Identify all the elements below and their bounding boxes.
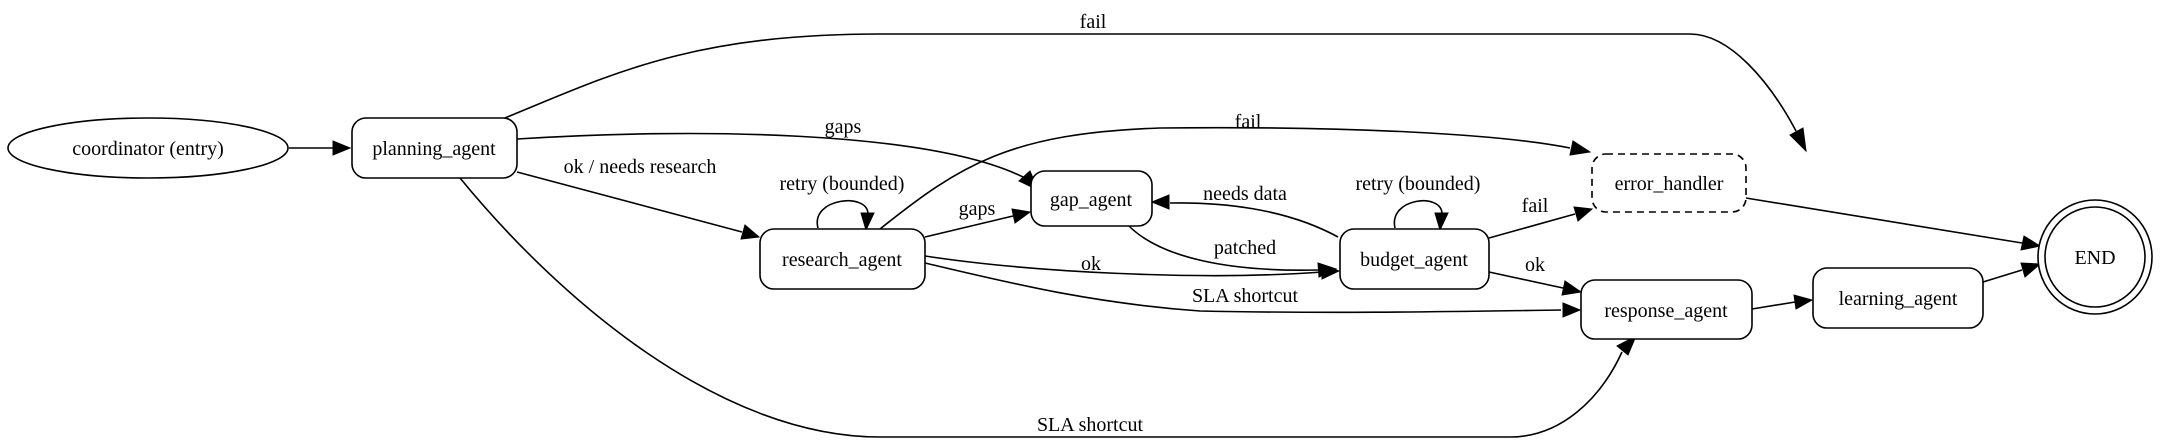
edge-label-ok-research: ok <box>1081 253 1101 275</box>
edge-research-to-error: fail <box>879 111 1592 230</box>
node-budget-agent: budget_agent <box>1339 228 1490 290</box>
edge-research-to-gap: gaps <box>924 198 1032 238</box>
node-error-handler-label: error_handler <box>1615 173 1724 195</box>
edge-label-needs-data: needs data <box>1203 183 1287 205</box>
edge-research-self-loop: retry (bounded) <box>780 173 905 232</box>
edge-label-ok-budget: ok <box>1525 254 1545 276</box>
node-end: END <box>2037 199 2153 315</box>
node-end-label: END <box>2074 247 2115 269</box>
edge-research-to-response: SLA shortcut <box>924 262 1582 318</box>
node-response-agent-label: response_agent <box>1604 300 1728 322</box>
node-gap-agent-label: gap_agent <box>1050 189 1133 211</box>
edge-coordinator-to-planning <box>289 140 352 156</box>
node-gap-agent: gap_agent <box>1030 170 1153 227</box>
edge-label-ok-needs-research: ok / needs research <box>564 156 717 178</box>
edge-gap-to-budget: patched <box>1127 224 1338 278</box>
edge-label-patched: patched <box>1214 237 1276 259</box>
edge-response-to-learning <box>1751 294 1814 310</box>
edge-budget-to-gap: needs data <box>1150 183 1339 238</box>
node-planning-agent-label: planning_agent <box>372 138 496 160</box>
edge-label-fail: fail <box>1080 11 1107 33</box>
edge-budget-to-error: fail <box>1488 195 1594 239</box>
edge-label-retry-budget: retry (bounded) <box>1356 173 1481 195</box>
edge-label-gaps-research: gaps <box>959 198 996 220</box>
edge-label-retry-research: retry (bounded) <box>780 173 905 195</box>
edge-label-fail-research: fail <box>1235 111 1262 133</box>
node-response-agent: response_agent <box>1580 279 1753 340</box>
edge-planning-to-gap: gaps <box>516 116 1039 192</box>
edge-budget-self-loop: retry (bounded) <box>1356 173 1481 232</box>
edge-error-to-end <box>1745 197 2042 251</box>
edge-label-fail-budget: fail <box>1522 195 1549 217</box>
node-coordinator: coordinator (entry) <box>7 117 289 179</box>
edge-research-to-budget: ok <box>924 253 1341 280</box>
node-learning-agent-label: learning_agent <box>1839 288 1958 310</box>
node-coordinator-label: coordinator (entry) <box>72 138 224 160</box>
node-research-agent: research_agent <box>759 228 926 290</box>
edge-planning-to-error: fail <box>504 11 1807 153</box>
edge-learning-to-end <box>1982 262 2042 283</box>
edge-planning-to-response: SLA shortcut <box>459 177 1638 438</box>
edge-label-sla-shortcut-middle: SLA shortcut <box>1192 285 1299 307</box>
node-research-agent-label: research_agent <box>782 249 902 271</box>
edge-budget-to-response: ok <box>1488 254 1583 296</box>
node-budget-agent-label: budget_agent <box>1360 249 1468 271</box>
node-learning-agent: learning_agent <box>1812 267 1984 329</box>
node-planning-agent: planning_agent <box>351 117 518 179</box>
edge-label-sla-shortcut-bottom: SLA shortcut <box>1037 414 1144 436</box>
edge-planning-to-research: ok / needs research <box>516 156 761 240</box>
node-error-handler: error_handler <box>1591 153 1747 213</box>
edge-label-gaps: gaps <box>825 116 862 138</box>
